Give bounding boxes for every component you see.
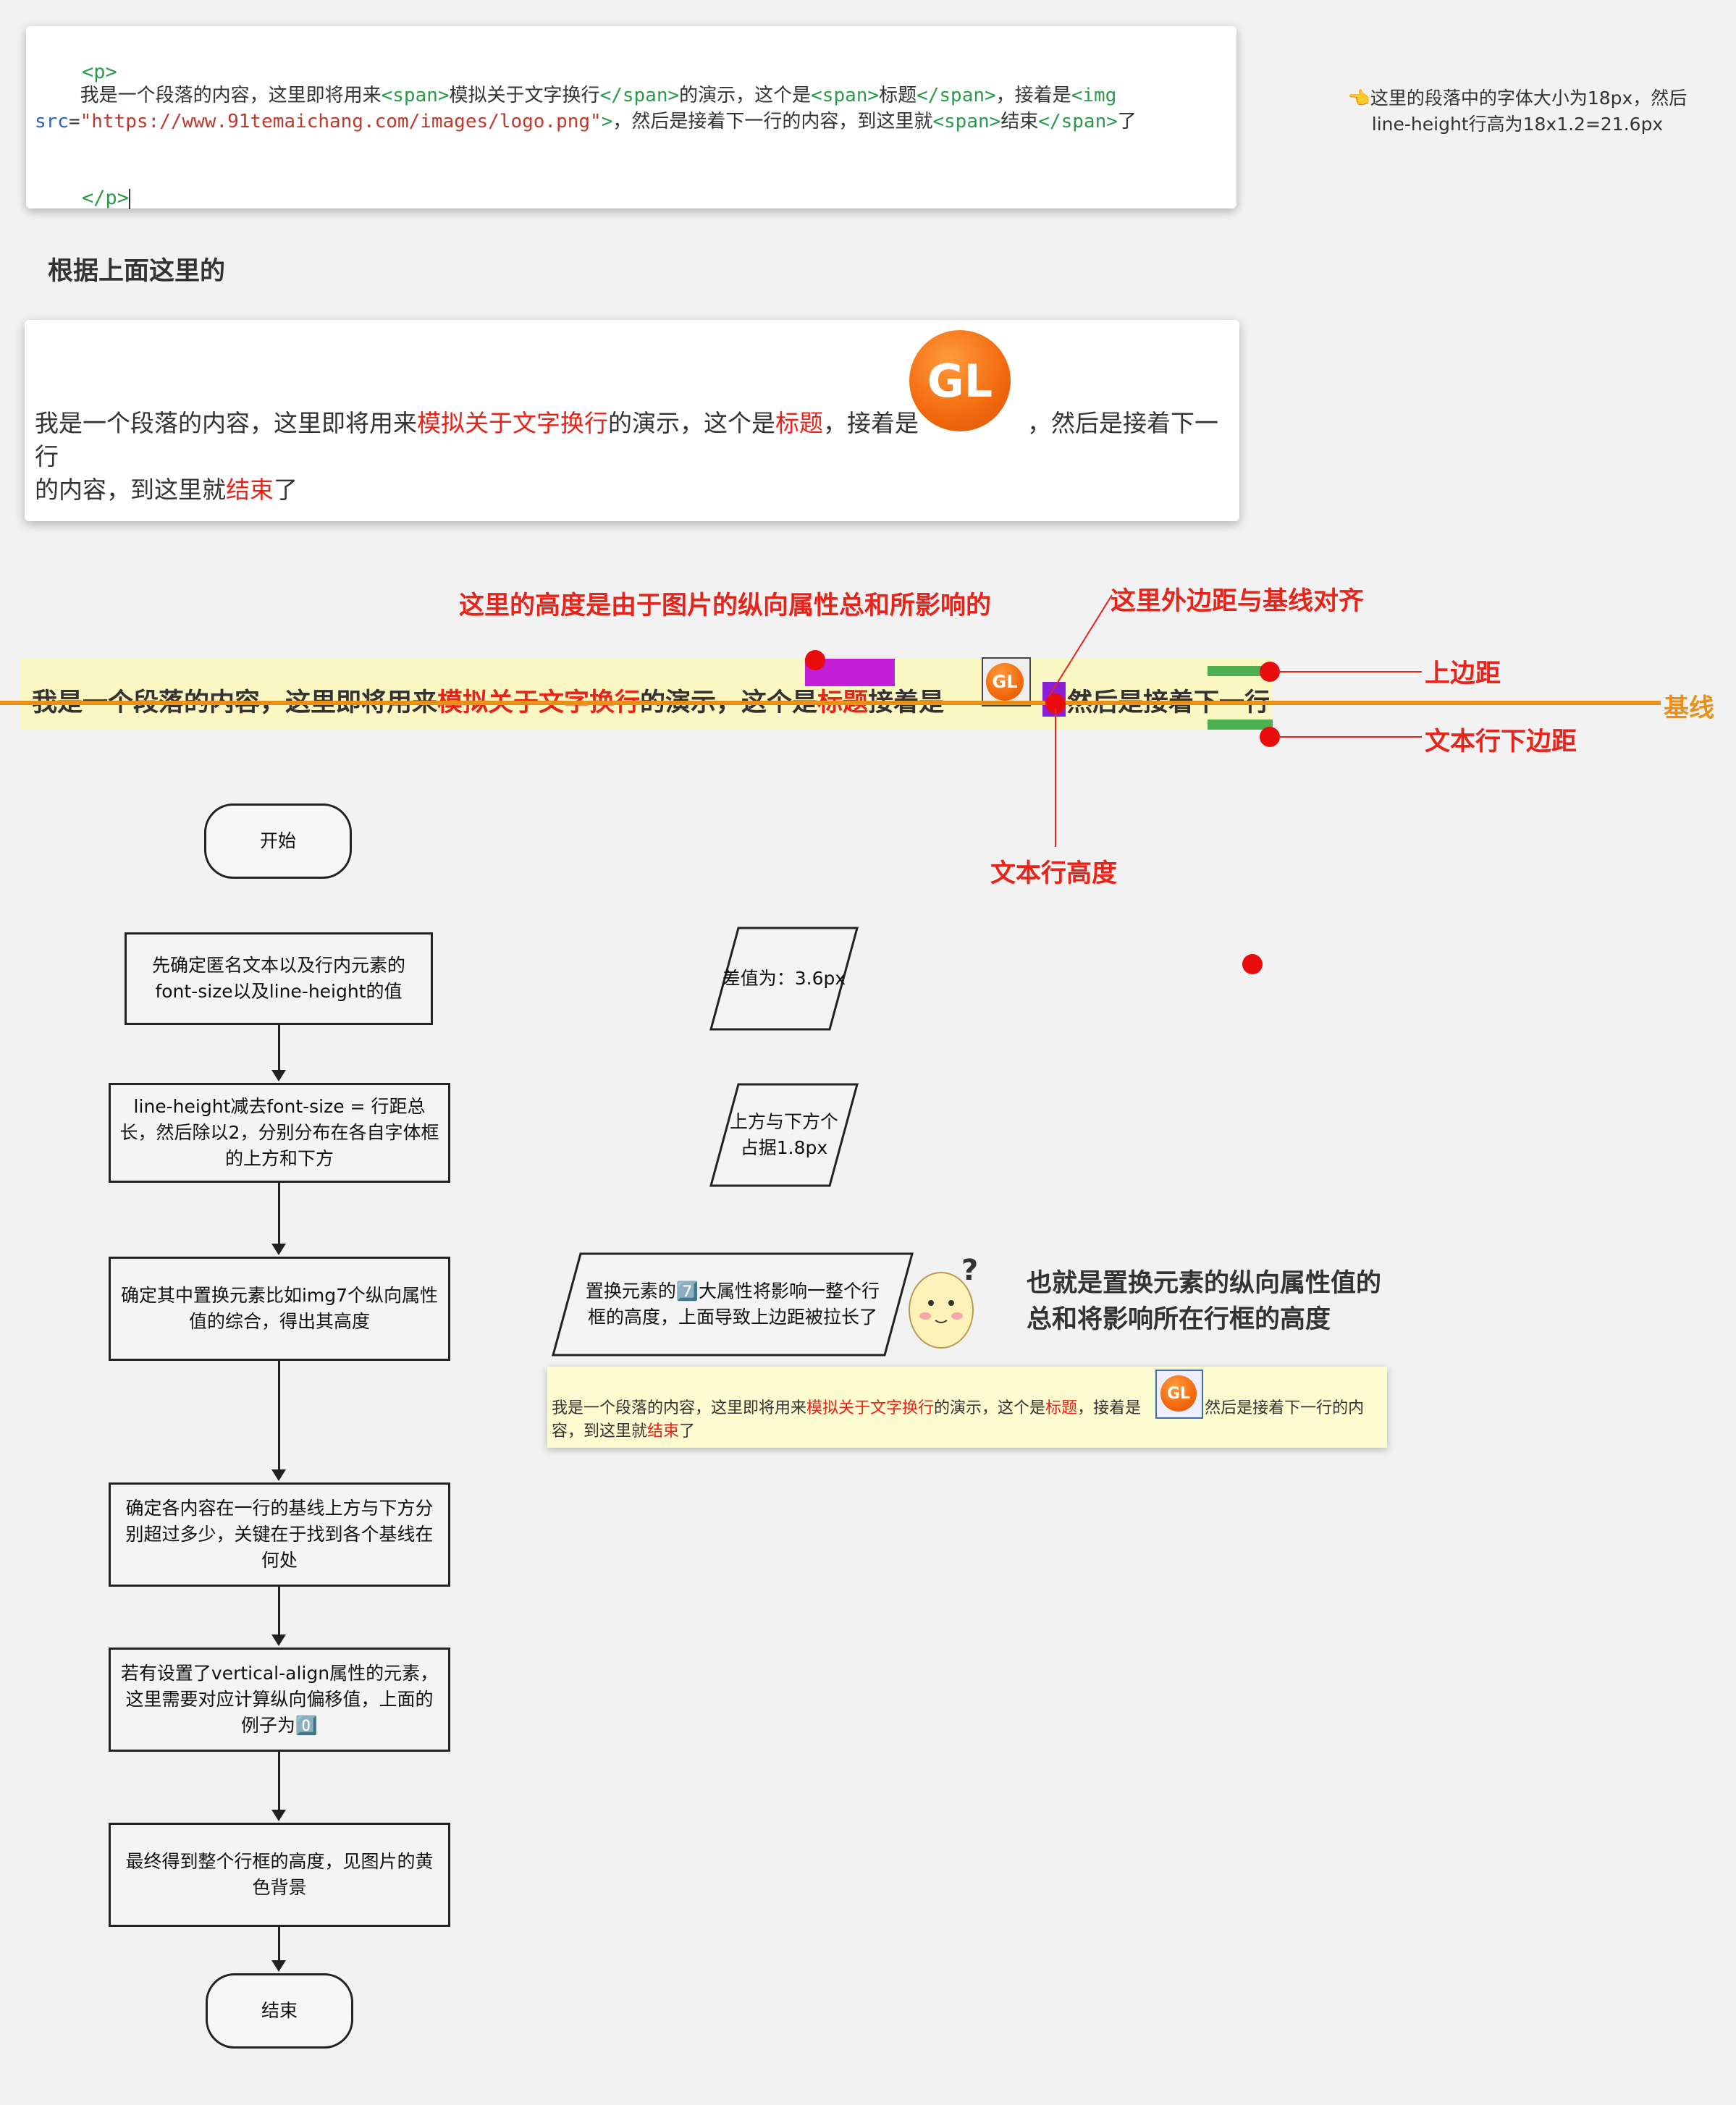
flow-step-3: 确定其中置换元素比如img7个纵向属性值的综合，得出其高度 (109, 1257, 450, 1361)
flow-step-1: 先确定匿名文本以及行内元素的font-size以及line-height的值 (125, 932, 433, 1025)
arrow-3 (278, 1361, 280, 1471)
gl-logo-mini: GL (1160, 1375, 1197, 1412)
code-line-close: </p> (82, 187, 131, 209)
text-cursor (129, 188, 131, 209)
section-heading: 根据上面这里的 (48, 257, 226, 286)
code-card: <p> 我是一个段落的内容，这里即将用来<span>模拟关于文字换行</span… (26, 26, 1236, 209)
line-height-pointer (1055, 708, 1056, 847)
arrow-2 (278, 1183, 280, 1245)
flow-step-2: line-height减去font-size = 行距总长，然后除以2，分别分布… (109, 1083, 450, 1183)
flow-note-2-shape (709, 1083, 859, 1187)
code-line-content: 我是一个段落的内容，这里即将用来<span>模拟关于文字换行</span>的演示… (35, 85, 1117, 106)
top-margin-bar (1208, 666, 1273, 676)
arrow-6-head (271, 1960, 286, 1972)
flow-note-1: 差值为：3.6px (709, 927, 859, 1031)
svg-text:?: ? (961, 1255, 978, 1287)
flow-note-2: 上方与下方个占据1.8px (709, 1083, 859, 1187)
arrow-6 (278, 1927, 280, 1962)
mini-logo-frame: GL (1155, 1370, 1203, 1419)
bottom-margin-dot (1260, 727, 1280, 747)
stray-dot (1242, 954, 1263, 974)
arrow-1-head (271, 1070, 286, 1081)
arrow-2-head (271, 1244, 286, 1255)
small-logo-frame: GL (982, 657, 1031, 706)
flow-step-4: 确定各内容在一行的基线上方与下方分别超过多少，关键在于找到各个基线在何处 (109, 1482, 450, 1587)
line-height-label: 文本行高度 (990, 859, 1118, 888)
arrow-3-head (271, 1469, 286, 1481)
margin-pointer (1045, 594, 1113, 703)
top-margin-label: 上边距 (1425, 659, 1501, 688)
top-margin-dot (1260, 662, 1280, 682)
margin-annotation: 这里外边距与基线对齐 (1111, 587, 1365, 616)
code-line-open: <p> (82, 61, 117, 83)
baseline-label: 基线 (1664, 694, 1715, 723)
gl-logo-small: GL (986, 663, 1024, 701)
flow-step-5: 若有设置了vertical-align属性的元素，这里需要对应计算纵向偏移值，上… (109, 1648, 450, 1752)
height-dot (805, 650, 825, 670)
conclusion-text: 也就是置换元素的纵向属性值的 总和将影响所在行框的高度 (1027, 1269, 1382, 1334)
render-paragraph: 我是一个段落的内容，这里即将用来模拟关于文字换行的演示，这个是标题，接着是，然后… (35, 409, 1218, 504)
arrow-4-head (271, 1634, 286, 1646)
flow-end: 结束 (206, 1973, 353, 2049)
baseline-line (0, 701, 1661, 705)
flow-start: 开始 (204, 803, 352, 879)
arrow-4 (278, 1587, 280, 1636)
flow-note-3: 置换元素的7️⃣大属性将影响一整个行框的高度，上面导致上边距被拉长了 (552, 1252, 914, 1357)
flow-note-1-shape (709, 927, 859, 1031)
bottom-margin-label: 文本行下边距 (1425, 727, 1577, 756)
flow-step-6: 最终得到整个行框的高度，见图片的黄色背景 (109, 1823, 450, 1927)
potato-mascot-icon: ? (909, 1255, 978, 1349)
mini-example: 我是一个段落的内容，这里即将用来模拟关于文字换行的演示，这个是标题，接着是，然后… (547, 1367, 1387, 1448)
flow-note-3-shape (552, 1252, 914, 1357)
arrow-5 (278, 1752, 280, 1811)
render-card: 我是一个段落的内容，这里即将用来模拟关于文字换行的演示，这个是标题，接着是，然后… (25, 320, 1239, 521)
arrow-5-head (271, 1810, 286, 1821)
top-margin-pointer (1278, 671, 1422, 672)
bottom-margin-pointer (1278, 736, 1422, 738)
code-line-img: src="https://www.91temaichang.com/images… (35, 111, 1137, 132)
bottom-margin-bar (1208, 720, 1273, 730)
gl-logo: GL (909, 330, 1011, 431)
side-note: 👈这里的段落中的字体大小为18px，然后 line-height行高为18x1.… (1347, 88, 1687, 135)
mini-paragraph: 我是一个段落的内容，这里即将用来模拟关于文字换行的演示，这个是标题，接着是，然后… (552, 1399, 1365, 1440)
arrow-1 (278, 1025, 280, 1071)
height-annotation: 这里的高度是由于图片的纵向属性总和所影响的 (459, 591, 992, 620)
